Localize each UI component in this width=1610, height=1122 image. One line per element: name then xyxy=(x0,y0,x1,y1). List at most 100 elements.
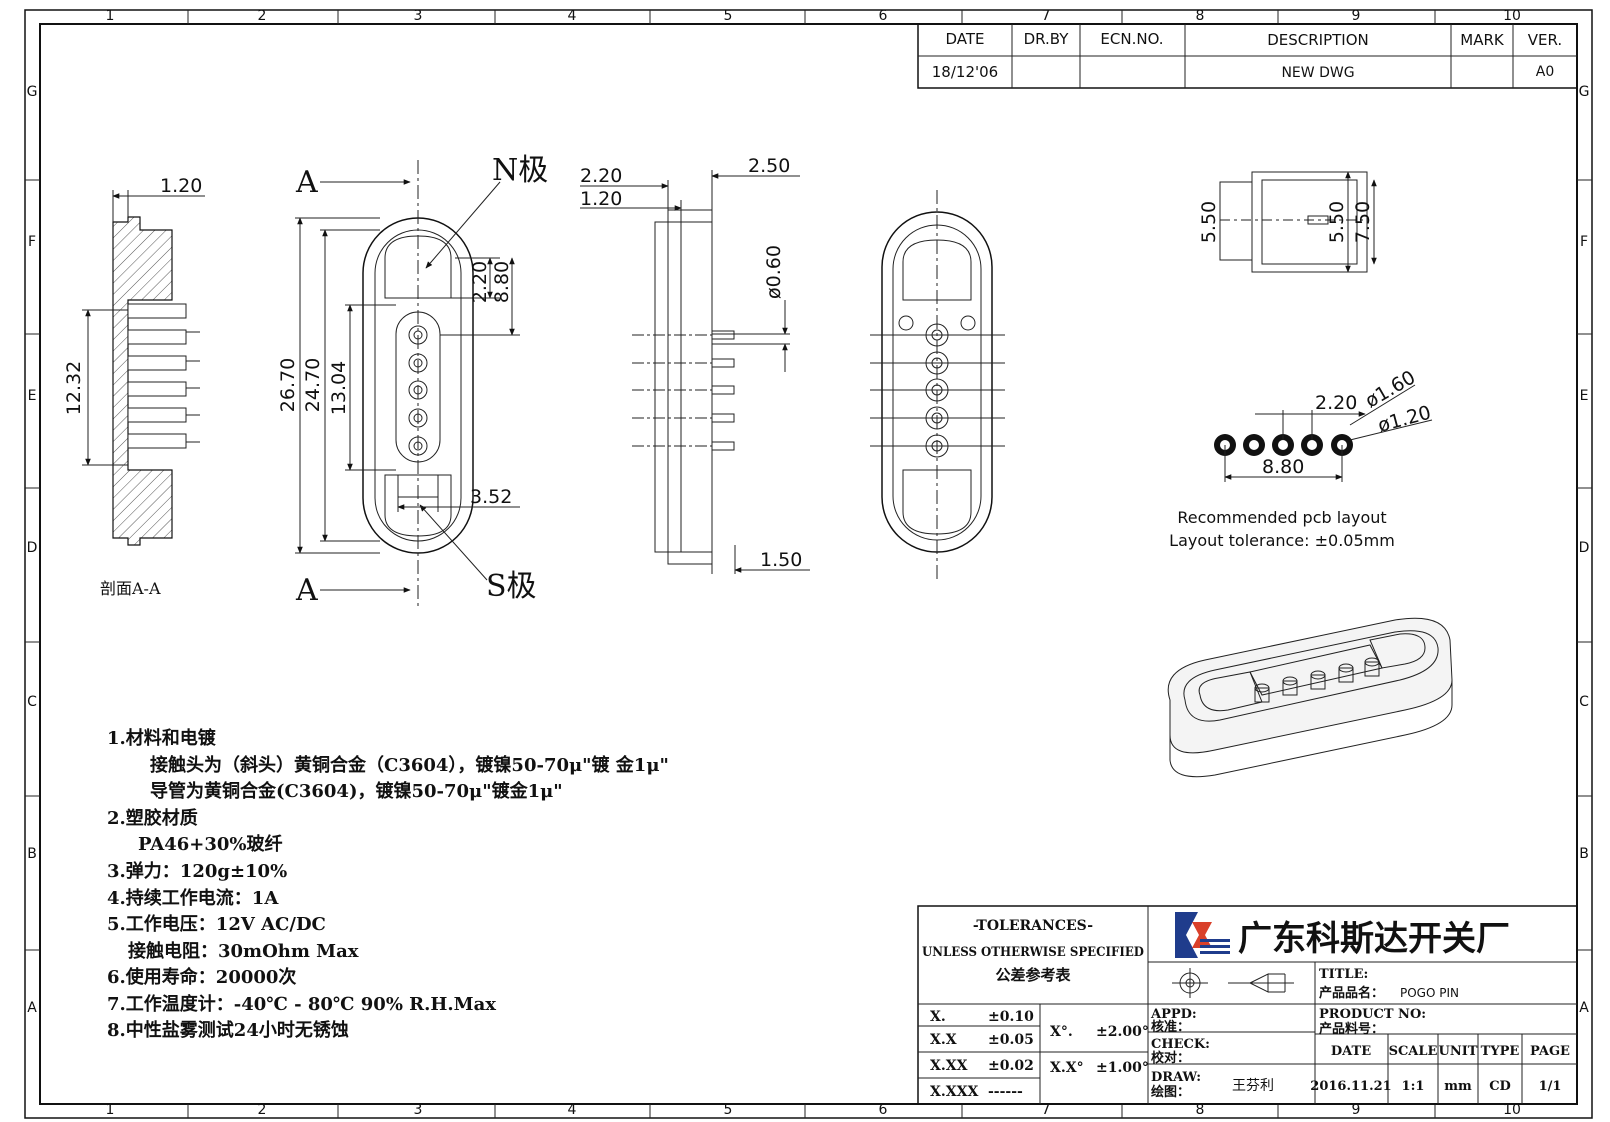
rev-header-ver: VER. xyxy=(1528,31,1562,49)
dim-inner-length: 24.70 xyxy=(302,358,324,412)
zone-column-label: 4 xyxy=(568,8,577,24)
isometric-pin-row xyxy=(1254,657,1380,703)
tol-key-3: X.XX xyxy=(930,1058,968,1074)
zone-row-label: E xyxy=(1580,388,1589,404)
appd-cn: 核准： xyxy=(1151,1019,1190,1035)
isometric-pin xyxy=(1338,667,1354,683)
zone-column-label: 10 xyxy=(1503,8,1521,24)
info-value-type: CD xyxy=(1489,1079,1511,1094)
section-mark-top: A xyxy=(295,165,318,200)
back-pin xyxy=(925,351,949,375)
product-name-label: 产品品名： xyxy=(1319,985,1384,1001)
info-header-type: TYPE xyxy=(1481,1044,1520,1059)
dim-side-pin-dia: ø0.60 xyxy=(763,245,785,299)
dim-section-thickness: 1.20 xyxy=(160,175,202,197)
tolerances-subtitle: UNLESS OTHERWISE SPECIFIED xyxy=(922,945,1144,960)
note-2a: PA46+30%玻纤 xyxy=(138,833,282,855)
dim-side-pin-protrusion: 1.50 xyxy=(760,549,802,571)
note-6: 6.使用寿命：20000次 xyxy=(107,966,296,988)
section-mark-bottom: A xyxy=(295,573,318,608)
pcb-hole xyxy=(1278,440,1288,450)
note-7: 7.工作温度计：-40℃ - 80℃ 90% R.H.Max xyxy=(107,993,496,1015)
sheet-border xyxy=(24,9,1593,1119)
company-logo xyxy=(1175,912,1230,958)
tol-key-1: X. xyxy=(930,1009,946,1025)
product-no-cn: 产品料号： xyxy=(1319,1021,1384,1037)
rev-header-mark: MARK xyxy=(1460,31,1505,49)
isometric-pin xyxy=(1310,674,1326,690)
zone-column-label: 7 xyxy=(1042,1102,1051,1118)
zone-row-label: C xyxy=(1579,694,1589,710)
angle-key-2: X.X° xyxy=(1050,1060,1084,1076)
isometric-pin-top xyxy=(1282,676,1298,686)
zone-row-label: C xyxy=(27,694,37,710)
dim-overall-length: 26.70 xyxy=(277,358,299,412)
rev-description-value: NEW DWG xyxy=(1281,65,1354,81)
product-name-value: POGO PIN xyxy=(1400,986,1459,1000)
company-name: 广东科斯达开关厂 xyxy=(1238,919,1510,959)
back-pin-core xyxy=(931,357,943,369)
back-pin xyxy=(925,378,949,402)
tol-val-1: ±0.10 xyxy=(988,1009,1034,1025)
dim-pocket-depth: 2.20 xyxy=(469,261,491,303)
zone-column-label: 6 xyxy=(879,1102,888,1118)
dim-end-total-height: 7.50 xyxy=(1352,201,1374,243)
zone-column-label: 3 xyxy=(414,8,423,24)
zone-row-label: G xyxy=(27,84,38,100)
zone-column-label: 1 xyxy=(106,1102,115,1118)
section-view-a-a: 1.20 12.32 剖面A-A xyxy=(63,175,205,598)
info-header-page: PAGE xyxy=(1530,1044,1570,1059)
dim-end-inner-height: 5.50 xyxy=(1198,201,1220,243)
draw-cn: 绘图： xyxy=(1151,1084,1190,1100)
side-pin xyxy=(711,413,735,423)
note-8: 8.中性盐雾测试24小时无锈蚀 xyxy=(107,1019,349,1041)
zone-column-label: 1 xyxy=(106,8,115,24)
tol-key-4: X.XXX xyxy=(930,1084,978,1100)
back-pin-core xyxy=(931,329,943,341)
end-view: 5.50 5.50 7.50 xyxy=(1198,171,1377,273)
isometric-pin-top xyxy=(1310,670,1326,680)
back-pin-row xyxy=(870,323,1005,458)
rev-date-value: 18/12'06 xyxy=(932,63,998,81)
dim-pcb-pitch: 2.20 xyxy=(1315,392,1357,414)
back-pin-core xyxy=(931,440,943,452)
info-value-page: 1/1 xyxy=(1539,1079,1562,1094)
back-pin-core xyxy=(931,384,943,396)
zone-row-label: E xyxy=(28,388,37,404)
zone-column-label: 9 xyxy=(1352,8,1361,24)
tol-key-2: X.X xyxy=(930,1032,957,1048)
projection-symbol-icon xyxy=(1172,968,1294,998)
isometric-pin-top xyxy=(1364,657,1380,667)
zone-row-label: A xyxy=(27,1000,37,1016)
dim-side-body: 2.50 xyxy=(748,155,790,177)
zone-column-label: 4 xyxy=(568,1102,577,1118)
info-header-date: DATE xyxy=(1331,1044,1371,1059)
zone-column-label: 3 xyxy=(414,1102,423,1118)
zone-row-label: D xyxy=(1579,540,1590,556)
zone-column-label: 8 xyxy=(1196,8,1205,24)
isometric-view xyxy=(1167,617,1453,778)
zone-column-label: 7 xyxy=(1042,8,1051,24)
dim-end-outer-height: 5.50 xyxy=(1326,201,1348,243)
tolerances-title: -TOLERANCES- xyxy=(973,918,1093,934)
tolerances-cn: 公差参考表 xyxy=(995,966,1071,984)
info-value-date: 2016.11.21 xyxy=(1310,1079,1391,1094)
back-pin xyxy=(925,434,949,458)
note-4: 4.持续工作电流：1A xyxy=(107,887,279,909)
tol-val-2: ±0.05 xyxy=(988,1032,1034,1048)
back-pin xyxy=(925,406,949,430)
back-pin-core xyxy=(931,412,943,424)
zone-column-label: 5 xyxy=(724,1102,733,1118)
back-view xyxy=(870,190,1005,580)
north-pole-label: N极 xyxy=(492,153,548,188)
note-2: 2.塑胶材质 xyxy=(107,807,198,829)
drawer-name: 王芬利 xyxy=(1232,1078,1274,1094)
dim-side-flange: 2.20 xyxy=(580,165,622,187)
rev-ver-value: A0 xyxy=(1536,64,1554,80)
note-3: 3.弹力：120g±10% xyxy=(107,860,287,882)
pcb-caption-line2: Layout tolerance: ±0.05mm xyxy=(1169,531,1395,550)
dim-pocket-length: 8.80 xyxy=(491,261,513,303)
zone-row-label: B xyxy=(1579,846,1589,862)
isometric-pin xyxy=(1282,680,1298,696)
